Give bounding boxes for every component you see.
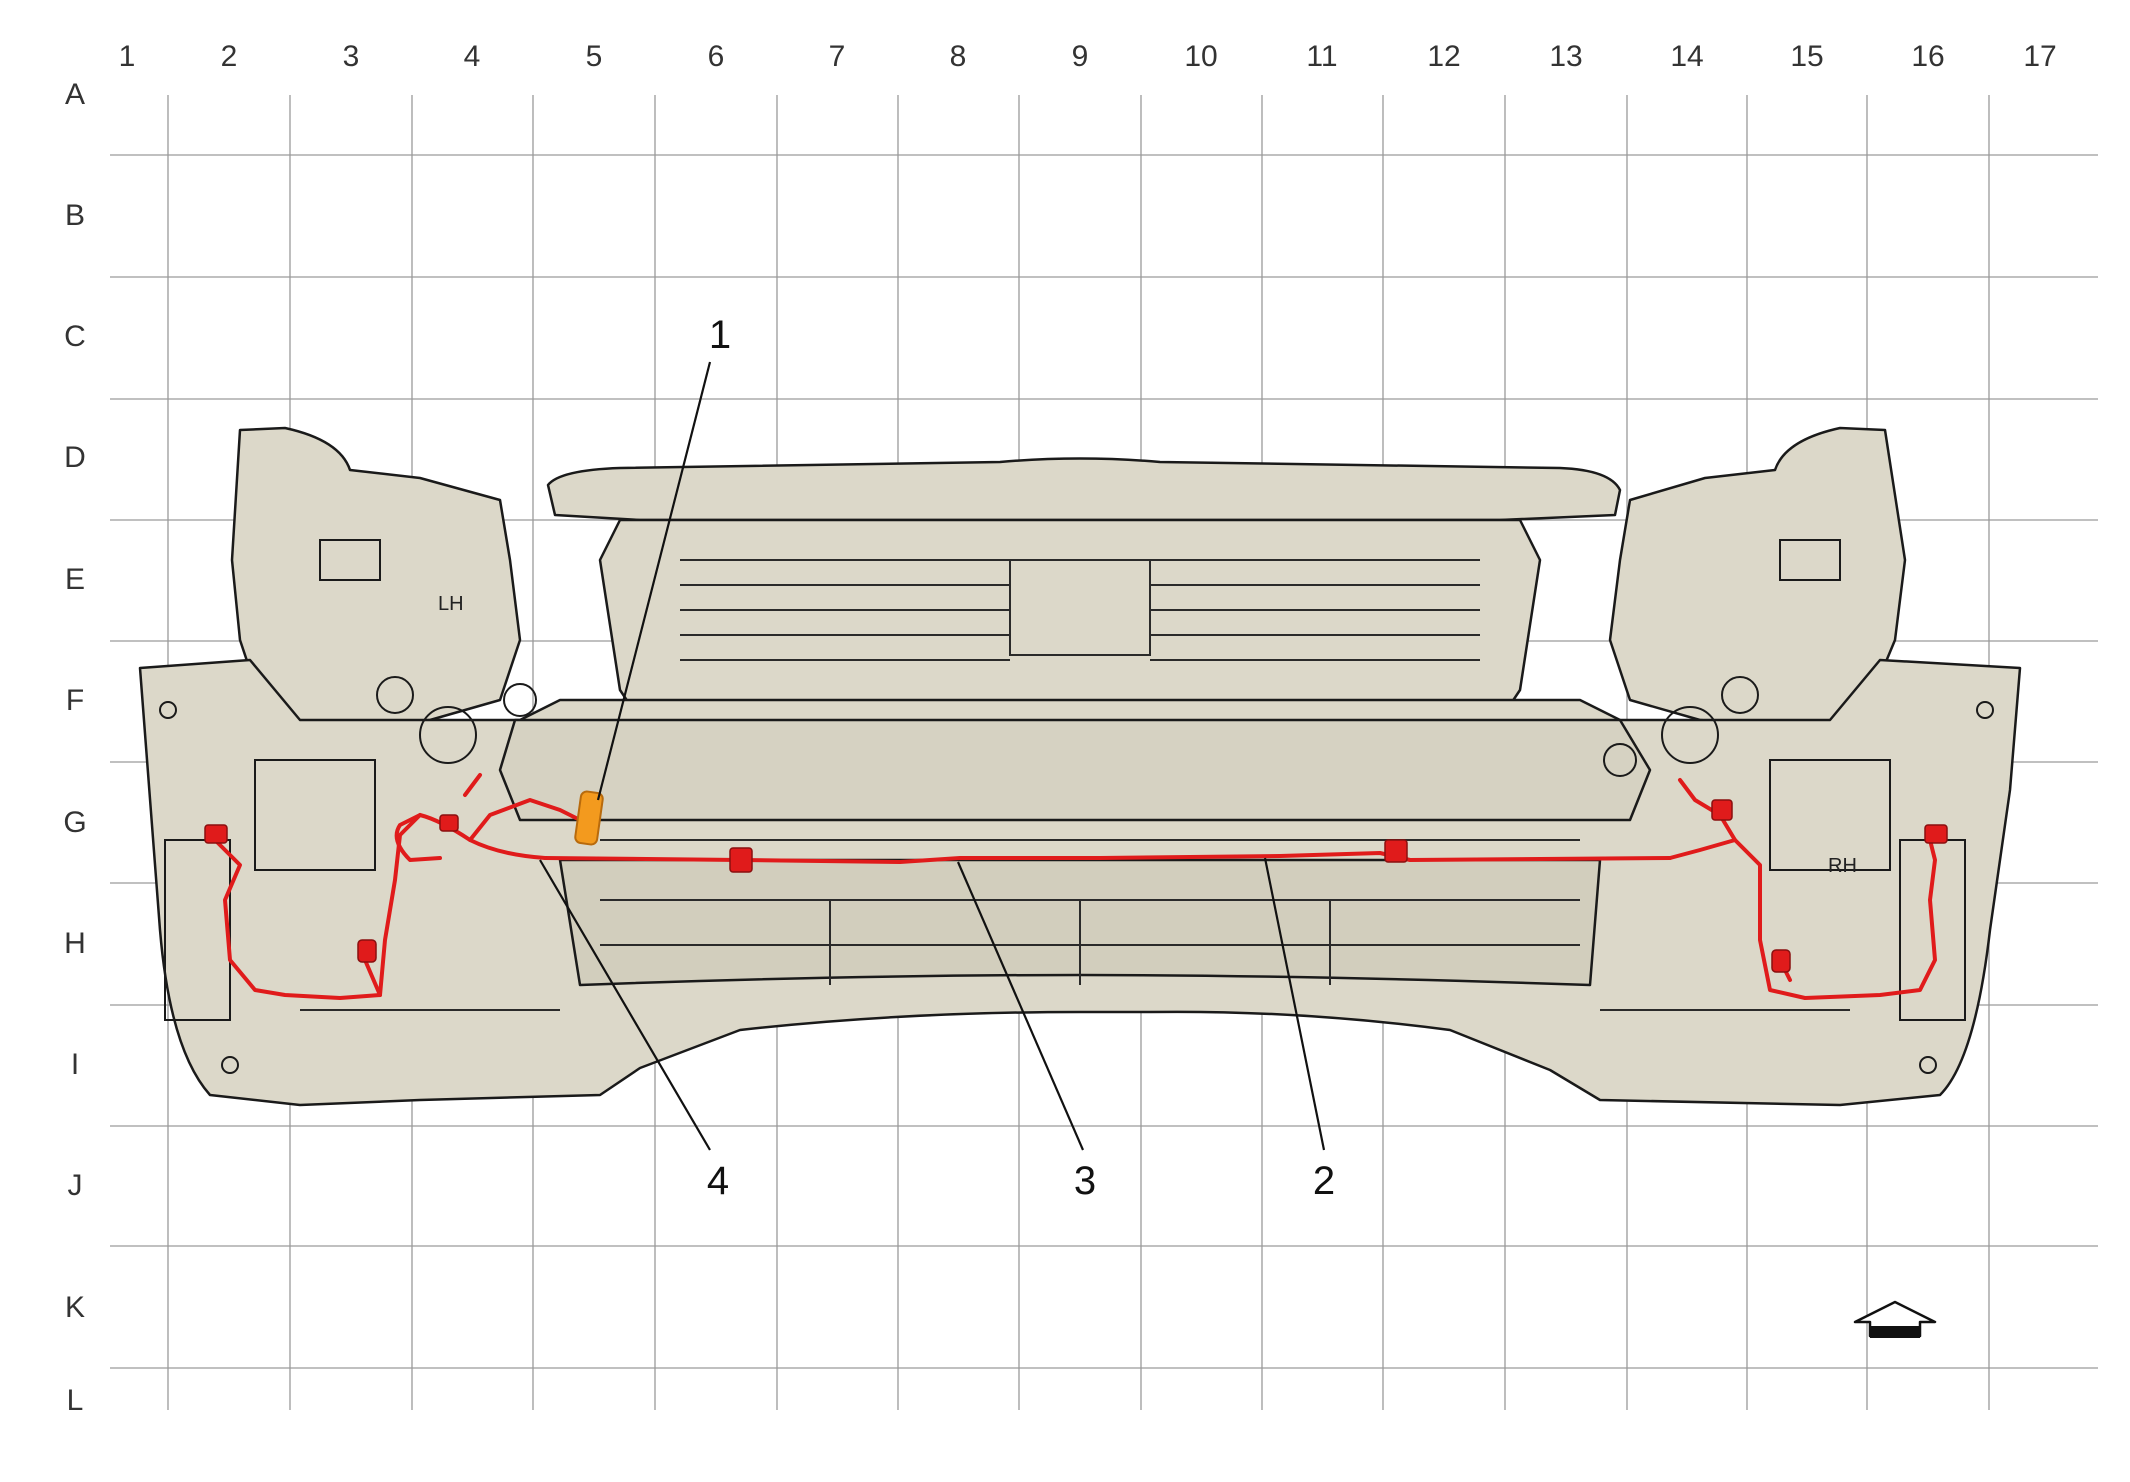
right-side-label: RH [1828, 855, 1857, 877]
column-labels: 1 2 3 4 5 6 7 8 9 10 11 12 13 14 15 16 1… [119, 40, 2057, 73]
row-label: I [71, 1048, 79, 1081]
upper-grille-frame [546, 457, 1622, 522]
callout-2: 2 [1313, 1159, 1335, 1203]
row-label: G [63, 806, 86, 839]
headlamp-details [159, 539, 1994, 1074]
column-label: 12 [1427, 40, 1460, 73]
column-label: 13 [1549, 40, 1582, 73]
row-label: K [65, 1291, 85, 1324]
front-bumper-assembly [138, 426, 2022, 1107]
callout-leaders [539, 361, 1326, 1151]
row-label: A [65, 78, 85, 111]
row-label: L [67, 1384, 84, 1417]
row-labels: A B C D E F G H I J K L [63, 78, 86, 1417]
row-label: H [64, 927, 86, 960]
front-direction-arrow-icon [1853, 1300, 1937, 1338]
left-side-label: LH [438, 593, 464, 615]
column-label: 11 [1306, 40, 1337, 73]
column-label: 9 [1072, 40, 1089, 73]
callout-labels: 1 2 3 4 [707, 313, 1335, 1203]
column-label: 16 [1911, 40, 1944, 73]
column-label: 2 [221, 40, 238, 73]
harness-connectors [204, 799, 1948, 973]
column-label: 1 [119, 40, 136, 73]
column-label: 3 [343, 40, 360, 73]
row-label: C [64, 320, 86, 353]
column-label: 6 [708, 40, 725, 73]
row-label: E [65, 563, 85, 596]
column-label: 15 [1790, 40, 1823, 73]
row-label: F [66, 684, 84, 717]
column-label: 4 [464, 40, 481, 73]
column-label: 5 [586, 40, 603, 73]
callout-4: 4 [707, 1159, 729, 1203]
row-label: J [68, 1169, 83, 1202]
column-label: 14 [1670, 40, 1703, 73]
reinforcement-beam [498, 718, 1652, 822]
column-label: 10 [1184, 40, 1217, 73]
column-label: 7 [829, 40, 846, 73]
column-label: 17 [2023, 40, 2056, 73]
row-label: B [65, 199, 85, 232]
grille-slats [300, 559, 1850, 1011]
row-label: D [64, 441, 86, 474]
callout-3: 3 [1074, 1159, 1096, 1203]
highlighted-harness-connector [574, 790, 604, 846]
callout-1: 1 [709, 313, 731, 357]
column-label: 8 [950, 40, 967, 73]
